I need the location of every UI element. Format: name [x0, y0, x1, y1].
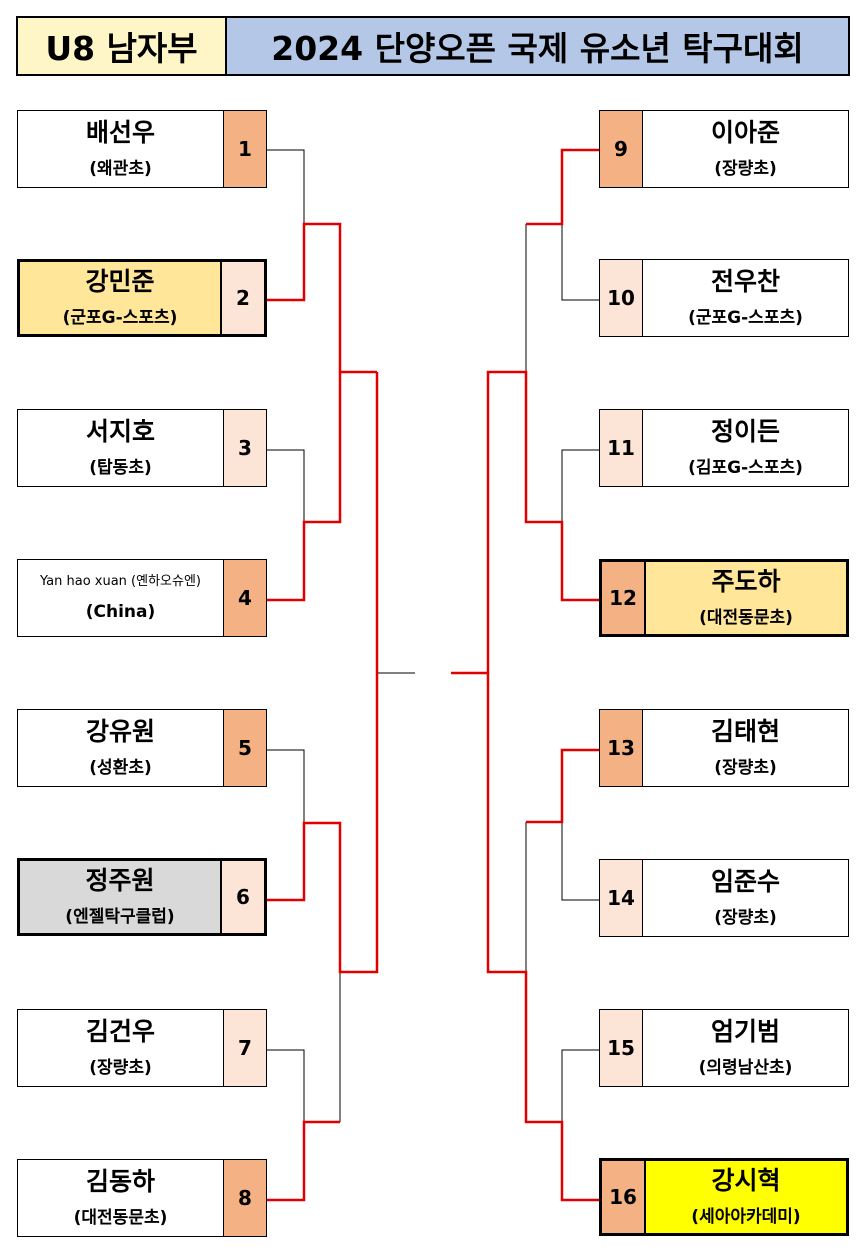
player-name: 배선우	[85, 118, 155, 147]
seed-number: 13	[600, 710, 643, 786]
player-slot-12: 12 주도하 (대전동문초)	[599, 559, 849, 637]
player-slot-13: 13 김태현 (장량초)	[599, 709, 849, 787]
player-name: 강유원	[85, 717, 155, 746]
player-club: (China)	[85, 602, 156, 622]
player-slot-16: 16 강시혁 (세아아카데미)	[599, 1158, 849, 1236]
seed-number: 12	[602, 562, 646, 634]
player-club: (엔젤탁구클럽)	[65, 907, 175, 927]
seed-number: 1	[223, 111, 266, 187]
seed-number: 11	[600, 410, 643, 486]
win-seed-4	[267, 372, 342, 602]
line-seed-7	[267, 1049, 305, 1122]
win-seed-2	[267, 222, 377, 374]
player-name: 이아준	[710, 118, 780, 147]
player-name: 김태현	[710, 717, 780, 746]
player-club: (탑동초)	[89, 458, 152, 478]
seed-number: 16	[602, 1161, 646, 1233]
player-slot-9: 9 이아준 (장량초)	[599, 110, 849, 188]
player-club: (김포G-스포츠)	[688, 458, 803, 478]
seed-number: 2	[220, 262, 264, 334]
player-club: (세아아카데미)	[691, 1207, 801, 1227]
seed-number: 15	[600, 1010, 643, 1086]
player-name: 강시혁	[711, 1166, 781, 1195]
player-slot-7: 김건우 (장량초) 7	[17, 1009, 267, 1087]
player-name: 전우찬	[710, 267, 780, 296]
player-name: 엄기범	[710, 1017, 780, 1046]
line-seed-14	[561, 750, 599, 901]
seed-number: 14	[600, 860, 643, 936]
player-slot-6: 정주원 (엔젤탁구클럽) 6	[17, 858, 267, 936]
seed-number: 10	[600, 260, 643, 336]
player-slot-4: Yan hao xuan (옌하오슈엔) (China) 4	[17, 559, 267, 637]
seed-number: 3	[223, 410, 266, 486]
player-slot-5: 강유원 (성환초) 5	[17, 709, 267, 787]
player-name: Yan hao xuan (옌하오슈엔)	[40, 574, 201, 589]
seed-number: 4	[223, 560, 266, 636]
line-seed-11	[561, 449, 599, 522]
player-slot-3: 서지호 (탑동초) 3	[17, 409, 267, 487]
player-name: 김동하	[85, 1167, 155, 1196]
seed-number: 7	[223, 1010, 266, 1086]
seed-number: 8	[223, 1160, 266, 1236]
win-seed-8	[267, 1120, 340, 1202]
player-club: (군포G-스포츠)	[688, 308, 803, 328]
player-club: (대전동문초)	[699, 608, 793, 628]
seed-number: 9	[600, 111, 643, 187]
line-seed-15	[561, 1049, 599, 1122]
player-slot-1: 배선우 (왜관초) 1	[17, 110, 267, 188]
seed-number: 5	[223, 710, 266, 786]
win-seed-9	[526, 148, 599, 226]
line-seed-3	[267, 449, 305, 522]
player-name: 정주원	[85, 866, 155, 895]
seed-number: 6	[220, 861, 264, 933]
player-club: (군포G-스포츠)	[62, 308, 178, 328]
win-seed-12	[451, 370, 599, 675]
player-slot-2: 강민준 (군포G-스포츠) 2	[17, 259, 267, 337]
player-name: 서지호	[85, 417, 155, 446]
player-slot-14: 14 임준수 (장량초)	[599, 859, 849, 937]
win-seed-6	[267, 673, 379, 974]
player-club: (장량초)	[714, 908, 777, 928]
player-slot-8: 김동하 (대전동문초) 8	[17, 1159, 267, 1237]
player-slot-10: 10 전우찬 (군포G-스포츠)	[599, 259, 849, 337]
player-name: 임준수	[710, 867, 780, 896]
player-club: (장량초)	[714, 159, 777, 179]
win-seed-13	[526, 748, 599, 824]
player-club: (대전동문초)	[73, 1208, 168, 1228]
player-name: 정이든	[710, 417, 780, 446]
player-slot-11: 11 정이든 (김포G-스포츠)	[599, 409, 849, 487]
win-seed-16	[486, 673, 599, 1202]
line-seed-1	[267, 149, 305, 224]
player-name: 강민준	[85, 267, 155, 296]
player-name: 주도하	[711, 567, 781, 596]
player-name: 김건우	[85, 1017, 155, 1046]
player-club: (의령남산초)	[698, 1058, 793, 1078]
player-club: (장량초)	[714, 758, 777, 778]
tournament-title: 2024 단양오픈 국제 유소년 탁구대회	[225, 16, 850, 76]
player-slot-15: 15 엄기범 (의령남산초)	[599, 1009, 849, 1087]
player-club: (성환초)	[89, 758, 152, 778]
player-club: (왜관초)	[89, 159, 152, 179]
line-seed-5	[267, 749, 305, 823]
division-title: U8 남자부	[16, 16, 227, 76]
player-club: (장량초)	[89, 1058, 152, 1078]
line-seed-10	[561, 150, 599, 301]
